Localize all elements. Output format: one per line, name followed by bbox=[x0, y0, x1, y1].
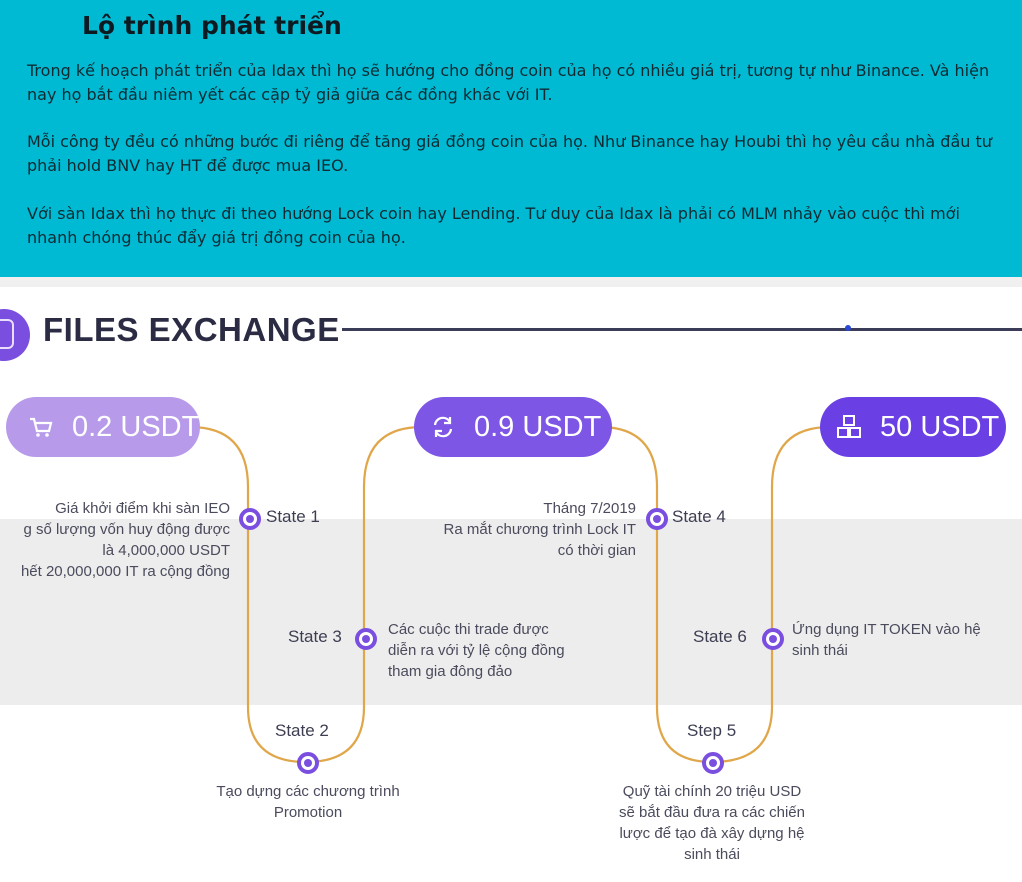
step-label-6: State 6 bbox=[693, 627, 747, 646]
roadmap-path-segment-2 bbox=[599, 425, 831, 764]
price-pill-1: 0.2 USDT bbox=[6, 397, 200, 457]
intro-paragraph-1: Trong kế hoạch phát triển của Idax thì h… bbox=[27, 61, 990, 104]
intro-banner: Lộ trình phát triển Trong kế hoạch phát … bbox=[0, 0, 1022, 277]
step-label-3: State 3 bbox=[288, 627, 342, 646]
step-node-1 bbox=[239, 508, 261, 530]
title-rule bbox=[342, 328, 1022, 331]
step-label-2: State 2 bbox=[275, 721, 329, 740]
step-desc-3: Các cuộc thi trade được diễn ra với tỷ l… bbox=[388, 621, 565, 680]
step-desc-2: Tạo dựng các chương trình Promotion bbox=[216, 783, 400, 821]
step-node-3 bbox=[355, 628, 377, 650]
intro-paragraph-2: Mỗi công ty đều có những bước đi riêng đ… bbox=[27, 132, 992, 175]
roadmap-path-segment-1 bbox=[189, 425, 423, 764]
price-pill-2: 0.9 USDT bbox=[414, 397, 612, 457]
step-node-2 bbox=[297, 752, 319, 774]
price-label-1: 0.2 USDT bbox=[72, 410, 200, 443]
step-node-6 bbox=[762, 628, 784, 650]
step-desc-5: Quỹ tài chính 20 triệu USD sẽ bắt đầu đư… bbox=[619, 783, 805, 863]
blocks-icon bbox=[836, 414, 862, 440]
step-desc-6: Ứng dụng IT TOKEN vào hệ sinh thái bbox=[792, 621, 981, 659]
step-desc-4: Tháng 7/2019 Ra mắt chương trình Lock IT… bbox=[443, 500, 636, 559]
page-title: Lộ trình phát triển bbox=[82, 11, 342, 40]
roadmap-diagram: FILES EXCHANGE 0.2 USDT 0.9 USDT 50 USDT… bbox=[0, 287, 1022, 882]
price-label-2: 0.9 USDT bbox=[474, 410, 602, 443]
step-node-5 bbox=[702, 752, 724, 774]
step-desc-1: Giá khởi điểm khi sàn IEO g số lượng vốn… bbox=[20, 500, 230, 580]
price-label-3: 50 USDT bbox=[880, 410, 1000, 443]
intro-paragraph-3: Với sàn Idax thì họ thực đi theo hướng L… bbox=[27, 204, 960, 247]
step-label-1: State 1 bbox=[266, 507, 320, 526]
step-node-4 bbox=[646, 508, 668, 530]
roadmap-path bbox=[189, 425, 831, 764]
cart-icon bbox=[28, 414, 54, 440]
title-rule-dot bbox=[845, 325, 851, 331]
step-label-5: Step 5 bbox=[687, 721, 737, 740]
section-divider bbox=[0, 277, 1022, 287]
background-band bbox=[0, 519, 1022, 705]
step-label-4: State 4 bbox=[672, 507, 726, 526]
diagram-title: FILES EXCHANGE bbox=[43, 311, 340, 348]
files-logo-glyph bbox=[0, 319, 14, 349]
refresh-icon bbox=[430, 414, 456, 440]
price-pill-3: 50 USDT bbox=[820, 397, 1006, 457]
